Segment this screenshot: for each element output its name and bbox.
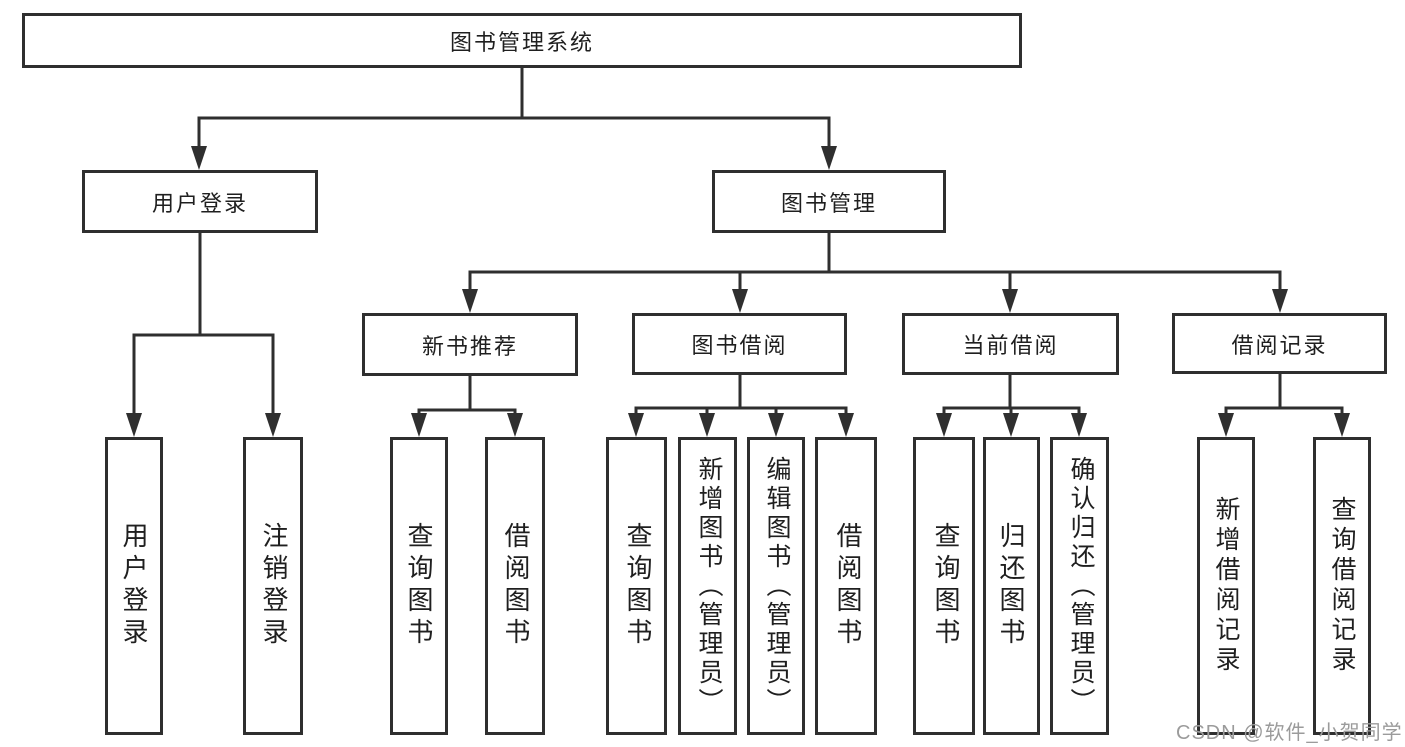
leaf-add-books-admin: 新增图书（管理员） (678, 437, 737, 735)
node-new-book-recommend: 新书推荐 (362, 313, 578, 376)
node-current-borrowing: 当前借阅 (902, 313, 1119, 375)
leaf-return-books: 归还图书 (983, 437, 1040, 735)
leaf-query-borrow-record: 查询借阅记录 (1313, 437, 1371, 735)
leaf-confirm-return-admin: 确认归还（管理员） (1050, 437, 1109, 735)
leaf-logout-login: 注销登录 (243, 437, 303, 735)
node-library-management-system: 图书管理系统 (22, 13, 1022, 68)
leaf-recommend-borrow-books: 借阅图书 (485, 437, 545, 735)
leaf-current-query-books: 查询图书 (913, 437, 975, 735)
node-book-borrowing: 图书借阅 (632, 313, 847, 375)
node-book-management: 图书管理 (712, 170, 946, 233)
node-user-login: 用户登录 (82, 170, 318, 233)
leaf-borrowing-borrow-books: 借阅图书 (815, 437, 877, 735)
leaf-recommend-query-books: 查询图书 (390, 437, 448, 735)
node-borrowing-records: 借阅记录 (1172, 313, 1387, 374)
leaf-borrowing-query-books: 查询图书 (606, 437, 667, 735)
leaf-edit-books-admin: 编辑图书（管理员） (747, 437, 805, 735)
leaf-user-login: 用户登录 (105, 437, 163, 735)
leaf-add-borrow-record: 新增借阅记录 (1197, 437, 1255, 735)
csdn-watermark: CSDN @软件_小贺同学 (1176, 722, 1403, 744)
